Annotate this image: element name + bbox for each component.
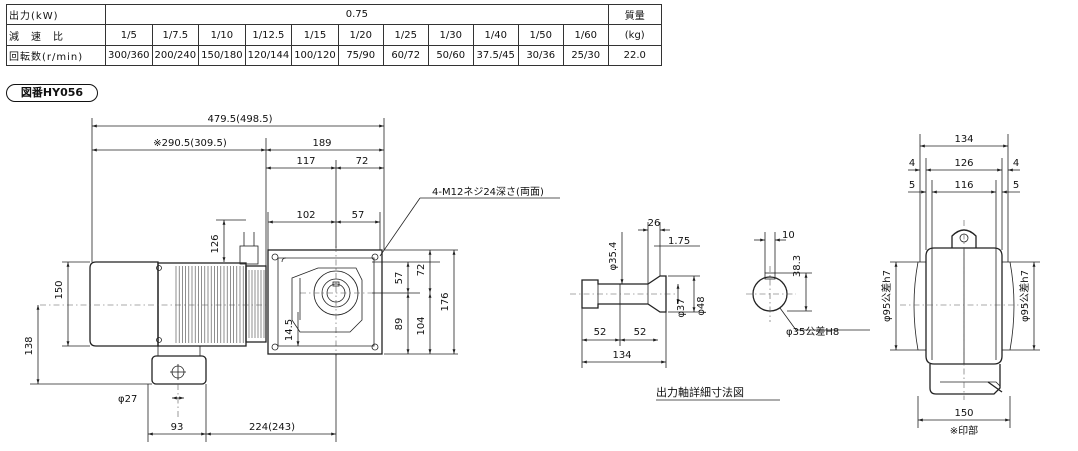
speed-cell: 150/180 <box>198 45 246 66</box>
dim-shaft-134: 134 <box>612 350 631 361</box>
dim-126: 126 <box>210 234 221 253</box>
dim-52-left: 52 <box>594 327 607 338</box>
terminal-box <box>239 245 259 265</box>
front-view: 479.5(498.5) ※290.5(309.5) 189 117 72 10… <box>24 114 560 442</box>
dim-176: 176 <box>440 292 451 311</box>
header-speed: 回転数(r/min) <box>6 45 106 66</box>
bolt-note: 4-M12ネジ24深さ(両面) <box>432 186 544 198</box>
dim-overall: 479.5(498.5) <box>207 114 272 125</box>
dim-10: 10 <box>782 230 795 241</box>
dim-38-3: 38.3 <box>792 255 803 277</box>
motor-foot <box>151 355 207 385</box>
dim-52-right: 52 <box>634 327 647 338</box>
side-view: 134 126 4 4 116 5 5 φ95公差h7 φ95公差h7 150 … <box>880 134 1040 437</box>
side-dim-150: 150 <box>954 408 973 419</box>
motor-fins <box>175 266 244 343</box>
speed-cell: 100/120 <box>291 45 339 66</box>
dim-72-side: 72 <box>416 264 427 277</box>
dim-27: φ27 <box>118 394 137 405</box>
dim-72-top: 72 <box>356 156 369 167</box>
dim-motor-length: ※290.5(309.5) <box>153 138 227 149</box>
side-note-mark: ※印部 <box>950 424 978 437</box>
dim-1-75: 1.75 <box>668 236 690 247</box>
dim-14-5: 14.5 <box>284 319 295 341</box>
dim-57-side: 57 <box>394 272 405 285</box>
dim-35-4: φ35.4 <box>608 242 619 271</box>
side-dim-5-left: 5 <box>909 180 915 191</box>
speed-cell: 200/240 <box>151 45 200 66</box>
side-housing <box>925 247 1003 365</box>
dim-37: φ37 <box>676 298 687 317</box>
dim-150: 150 <box>54 280 65 299</box>
side-dim-5-right: 5 <box>1013 180 1019 191</box>
shaft-detail-view: 26 1.75 φ35.4 φ37 φ48 52 52 134 10 <box>570 218 870 401</box>
gearbox-housing <box>267 249 383 355</box>
motor-fan-cover <box>89 261 159 347</box>
side-dim-95h7-left: φ95公差h7 <box>880 270 893 322</box>
dim-89: 89 <box>394 318 405 331</box>
drawing-id-badge: 図番HY056 <box>6 84 98 102</box>
side-dim-116: 116 <box>954 180 973 191</box>
dim-104: 104 <box>416 316 427 335</box>
dim-93: 93 <box>171 422 184 433</box>
dim-102: 102 <box>296 210 315 221</box>
dim-48: φ48 <box>696 296 707 315</box>
side-foot <box>929 364 1001 395</box>
dim-57-top: 57 <box>352 210 365 221</box>
dim-224: 224(243) <box>249 422 295 433</box>
dim-35h8: φ35公差H8 <box>786 325 839 338</box>
dim-138: 138 <box>24 336 35 355</box>
shaft-detail-caption: 出力軸詳細寸法図 <box>656 385 744 399</box>
mass-value: 22.0 <box>607 45 662 66</box>
side-dim-95h7-right: φ95公差h7 <box>1018 270 1031 322</box>
side-dim-134: 134 <box>954 134 973 145</box>
dim-gear-length: 189 <box>312 138 331 149</box>
side-dim-126: 126 <box>954 158 973 169</box>
side-dim-4-right: 4 <box>1013 158 1019 169</box>
motor-flange <box>245 265 267 343</box>
dim-117: 117 <box>296 156 315 167</box>
speed-cell: 50/60 <box>427 45 474 66</box>
side-dim-4-left: 4 <box>909 158 915 169</box>
motor-body <box>157 262 247 347</box>
speed-cell: 300/360 <box>105 45 153 66</box>
dim-26: 26 <box>648 218 661 229</box>
